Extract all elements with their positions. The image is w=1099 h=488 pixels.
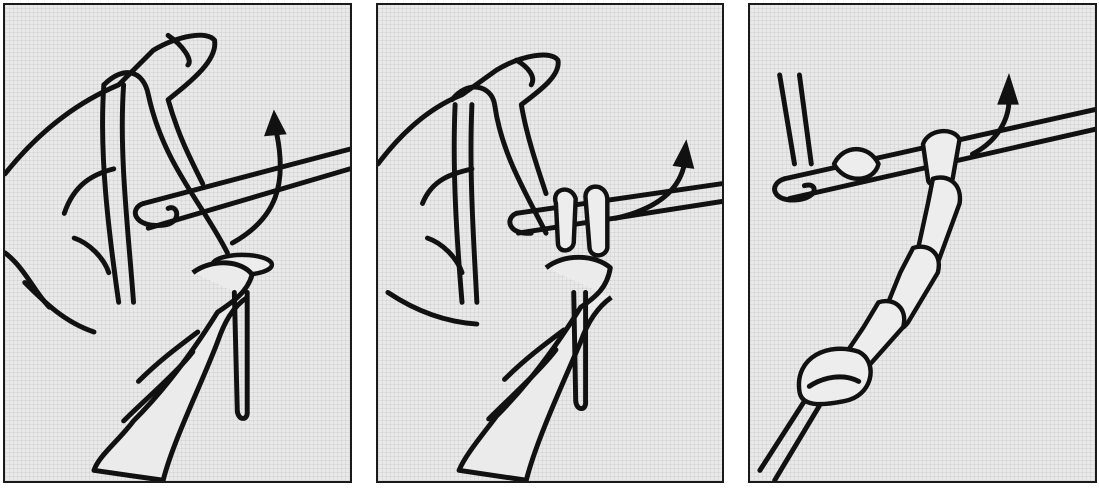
stitch-loop xyxy=(585,187,607,256)
hook-shaft-top xyxy=(516,184,722,214)
hook-yarn-over-drawing xyxy=(5,5,350,481)
knuckle-line xyxy=(74,238,109,273)
knuckle-line xyxy=(422,169,471,204)
pull-loop-through-drawing xyxy=(378,5,722,481)
yarn-strand-back xyxy=(103,85,119,302)
illustration-panel-3 xyxy=(748,3,1097,483)
right-hand xyxy=(459,257,611,480)
yarn-strand-inner xyxy=(471,105,477,303)
up-arrow-icon xyxy=(997,73,1019,105)
yarn-tail xyxy=(234,292,247,418)
yarn-strand-inner xyxy=(122,85,133,302)
fingernail xyxy=(516,60,532,85)
left-hand-outline xyxy=(5,35,215,183)
wrist-line xyxy=(5,253,49,307)
yarn-tail xyxy=(760,401,804,470)
chain-stitch-drawing xyxy=(750,5,1095,481)
up-arrow-icon xyxy=(264,110,287,137)
stitch-loop xyxy=(555,190,576,251)
stitch-loop xyxy=(834,149,878,179)
up-arrow-icon xyxy=(673,139,695,169)
yarn-strand-back xyxy=(454,105,462,303)
yarn-strand xyxy=(780,75,795,164)
direction-arrow-line xyxy=(972,100,1009,154)
direction-arrow-line xyxy=(232,134,280,243)
illustration-panel-1 xyxy=(3,3,352,483)
illustration-panel-2 xyxy=(376,3,724,483)
yarn-strand xyxy=(799,75,811,164)
hook-head xyxy=(135,203,176,225)
